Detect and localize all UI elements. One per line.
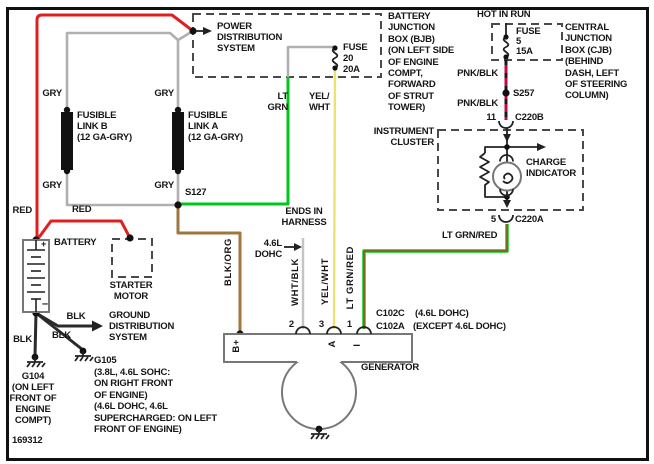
lt-grn-wire [180, 77, 290, 206]
blk-label-2: BLK [52, 330, 71, 341]
charge-indicator-circuit [479, 128, 546, 208]
lt-grn-red-label-v: LT GRN/RED [345, 246, 356, 310]
diagram-border [6, 7, 649, 461]
starter-motor-outline [111, 238, 153, 278]
dohc-callout-arrow [284, 243, 302, 251]
gen-pin3-connector [326, 326, 342, 335]
g105-ground-symbol [74, 347, 94, 362]
blk-label-1: BLK [66, 311, 86, 322]
power-distribution-label: POWER DISTRIBUTION SYSTEM [217, 21, 283, 54]
power-dist-junction-dot [189, 27, 197, 35]
generator-ground-symbol [310, 429, 330, 440]
gry-label-b-bot: GRY [42, 180, 62, 191]
yel-wht-label: YEL/ WHT [309, 91, 331, 113]
lt-grn-red-wire [362, 224, 509, 329]
c102a-note: (EXCEPT 4.6L DOHC) [413, 321, 506, 332]
s257-splice-dot [502, 89, 510, 97]
gen-minus-terminal-label: – [353, 337, 361, 352]
blk-ground-wires [33, 311, 92, 357]
g104-label: G104 (ON LEFT FRONT OF ENGINE COMPT) [9, 371, 57, 426]
gry-label-b-top: GRY [42, 88, 62, 99]
starter-terminal-dot [126, 234, 134, 242]
gen-pin-2-label: 2 [288, 319, 294, 330]
gen-bplus-terminal-label: B+ [231, 339, 242, 353]
c102a-label: C102A [376, 321, 405, 332]
c220b-label: C220B [515, 112, 544, 123]
starter-motor-label: STARTER MOTOR [109, 280, 153, 302]
charge-indicator-lamp [492, 161, 522, 192]
ground-distribution-label: GROUND DISTRIBUTION SYSTEM [109, 310, 175, 343]
c220b-connector [498, 120, 514, 129]
gry-label-a-bot: GRY [154, 180, 174, 191]
hot-in-run-label: HOT IN RUN [477, 9, 531, 20]
gen-pin-1-label: 1 [346, 319, 352, 330]
bjb-note: BATTERY JUNCTION BOX (BJB) (ON LEFT SIDE… [388, 11, 455, 114]
fusible-link-b-label: FUSIBLE LINK B (12 GA-GRY) [77, 110, 132, 143]
c102c-note: (4.6L DOHC) [415, 308, 469, 319]
generator-symbol [223, 326, 413, 440]
instrument-cluster-outline [437, 129, 584, 211]
fuse-20-label: FUSE 20 20A [343, 42, 368, 75]
pin-11-label: 11 [486, 112, 496, 123]
charge-indicator-label: CHARGE INDICATOR [526, 157, 577, 179]
gray-fusible-link-wires [65, 29, 333, 207]
pnk-blk-label-1: PNK/BLK [457, 68, 498, 79]
g105-label: G105 (3.8L, 4.6L SOHC: ON RIGHT FRONT OF… [94, 355, 217, 435]
c102c-label: C102C [376, 308, 405, 319]
yel-wht-wire [332, 67, 337, 330]
gry-label-a-top: GRY [154, 88, 174, 99]
g104-ground-symbol [26, 353, 46, 368]
lt-grn-label: LT GRN [267, 91, 288, 113]
fusible-link-a [172, 106, 184, 175]
instrument-cluster-label: INSTRUMENT CLUSTER [373, 126, 434, 148]
gen-pin1-connector [356, 326, 372, 335]
pin-5-label: 5 [490, 214, 496, 225]
battery-plus-sign: + [41, 239, 47, 249]
battery-label: BATTERY [54, 237, 97, 248]
s127-label: S127 [185, 187, 207, 198]
generator-label: GENERATOR [361, 362, 420, 373]
blk-org-label: BLK/ORG [223, 238, 234, 287]
gen-pin-3-label: 3 [318, 319, 324, 330]
lt-grn-red-label-h: LT GRN/RED [442, 230, 498, 241]
battery-symbol [22, 239, 50, 313]
red-label-left: RED [12, 205, 33, 216]
diagram-number: 169312 [12, 435, 43, 446]
fusible-link-b [61, 106, 73, 175]
ground-dist-arrow [92, 320, 103, 332]
wht-blk-label: WHT/BLK [290, 258, 301, 306]
gen-pin2-connector [295, 326, 311, 335]
blk-org-wire [176, 205, 242, 333]
fusible-link-a-label: FUSIBLE LINK A (12 GA-GRY) [188, 110, 243, 143]
gen-a-terminal-label: A [327, 340, 338, 348]
yel-wht-label-v: YEL/WHT [320, 258, 331, 305]
cjb-note: CENTRAL JUNCTION BOX (CJB) (BEHIND DASH,… [565, 22, 628, 102]
c220a-label: C220A [515, 214, 544, 225]
power-dist-arrow [196, 27, 212, 35]
pnk-blk-label-2: PNK/BLK [457, 98, 498, 109]
ends-in-harness-label: ENDS IN HARNESS [281, 206, 327, 228]
resistor-symbol [479, 152, 507, 198]
red-label-right: RED [72, 204, 92, 215]
s127-splice-dot [174, 201, 182, 209]
c220a-connector [498, 214, 514, 223]
fuse-5-symbol [502, 34, 510, 60]
s257-label: S257 [513, 88, 535, 99]
fuse-5-label: FUSE 5 15A [516, 26, 541, 57]
battery-minus-sign: – [42, 298, 49, 310]
red-battery-feed-wire [35, 13, 194, 241]
dohc-46-label: 4.6L DOHC [254, 238, 282, 260]
blk-label-3: BLK [13, 334, 32, 345]
fuse-20-symbol [331, 45, 339, 71]
